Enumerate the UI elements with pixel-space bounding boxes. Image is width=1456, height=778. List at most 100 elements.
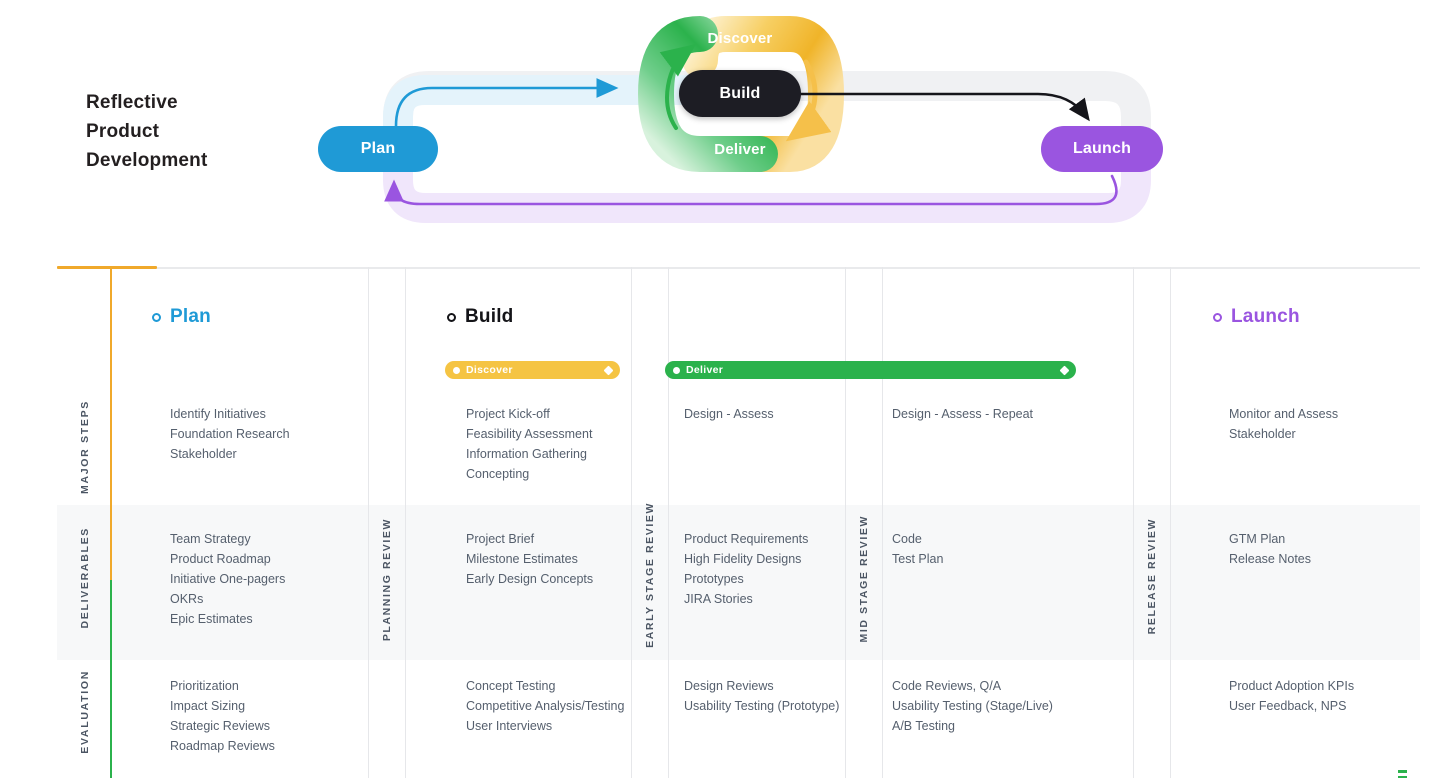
page-title: Reflective Product Development xyxy=(86,88,208,175)
title-line-1: Reflective xyxy=(86,92,178,113)
list-item: Impact Sizing xyxy=(170,699,246,713)
list-item: Stakeholder xyxy=(1229,427,1296,441)
list-item: Project Brief xyxy=(466,532,535,546)
list-item: Strategic Reviews xyxy=(170,719,271,733)
ring-icon xyxy=(447,312,456,322)
list-item: Product Roadmap xyxy=(170,552,271,566)
list-item: User Feedback, NPS xyxy=(1229,699,1347,713)
column-divider-3 xyxy=(631,267,632,778)
list-item: Usability Testing (Stage/Live) xyxy=(892,699,1053,713)
node-plan-label: Plan xyxy=(360,140,396,157)
list-item: Prototypes xyxy=(684,572,744,586)
list-item: OKRs xyxy=(170,592,204,606)
list-item: Design Reviews xyxy=(684,679,774,693)
cell-evaluation-build-3: Code Reviews, Q/A Usability Testing (Stag… xyxy=(892,676,1053,736)
dot-icon xyxy=(673,366,680,374)
stage-bar-discover[interactable]: Discover xyxy=(445,361,620,379)
list-item: Code xyxy=(892,532,922,546)
list-item: Team Strategy xyxy=(170,532,251,546)
row-band-deliverables xyxy=(57,505,1420,660)
list-item: Monitor and Assess xyxy=(1229,407,1339,421)
list-item: Concept Testing xyxy=(466,679,556,693)
list-item: Product Requirements xyxy=(684,532,809,546)
list-item: Design - Assess - Repeat xyxy=(892,407,1034,421)
hero-flow-diagram: Reflective Product Development xyxy=(0,0,1456,250)
node-launch[interactable]: Launch xyxy=(1041,126,1163,172)
list-item: Product Adoption KPIs xyxy=(1229,679,1355,693)
section-heading-launch[interactable]: Launch xyxy=(1213,306,1300,328)
stage-bar-deliver-label: Deliver xyxy=(686,364,724,376)
review-gate-early-stage: EARLY STAGE REVIEW xyxy=(644,502,656,648)
list-item: Feasibility Assessment xyxy=(466,427,593,441)
list-item: GTM Plan xyxy=(1229,532,1286,546)
column-divider-4 xyxy=(668,267,669,778)
section-heading-launch-label: Launch xyxy=(1231,306,1300,327)
node-plan[interactable]: Plan xyxy=(318,126,438,172)
stage-bar-deliver[interactable]: Deliver xyxy=(665,361,1076,379)
list-item: Code Reviews, Q/A xyxy=(892,679,1002,693)
review-gate-planning: PLANNING REVIEW xyxy=(381,518,393,642)
list-item: High Fidelity Designs xyxy=(684,552,802,566)
title-line-2: Product xyxy=(86,121,160,142)
cell-major-steps-build-2: Design - Assess xyxy=(684,404,774,424)
list-item: Usability Testing (Prototype) xyxy=(684,699,840,713)
list-item: Prioritization xyxy=(170,679,239,693)
list-item: Release Notes xyxy=(1229,552,1311,566)
column-divider-1 xyxy=(368,267,369,778)
node-build[interactable]: Build xyxy=(679,70,801,117)
section-heading-plan[interactable]: Plan xyxy=(152,306,211,328)
timeline-spine-lower xyxy=(110,580,112,778)
diamond-icon xyxy=(1059,365,1070,375)
list-item: Design - Assess xyxy=(684,407,774,421)
ring-icon xyxy=(152,312,161,322)
list-item: Information Gathering xyxy=(466,447,587,461)
matrix-top-rule-accent xyxy=(57,266,157,269)
column-divider-8 xyxy=(1170,267,1171,778)
diamond-icon xyxy=(603,365,614,375)
list-item: Concepting xyxy=(466,467,530,481)
section-heading-build-label: Build xyxy=(465,306,514,327)
list-item: Stakeholder xyxy=(170,447,237,461)
review-gate-mid-stage: MID STAGE REVIEW xyxy=(858,515,870,643)
list-item: Roadmap Reviews xyxy=(170,739,275,753)
section-heading-build[interactable]: Build xyxy=(447,306,514,328)
node-deliver[interactable]: Deliver xyxy=(672,133,808,166)
list-item: Epic Estimates xyxy=(170,612,253,626)
list-item: Milestone Estimates xyxy=(466,552,578,566)
column-divider-2 xyxy=(405,267,406,778)
node-discover[interactable]: Discover xyxy=(672,22,808,55)
list-item: A/B Testing xyxy=(892,719,956,733)
title-line-3: Development xyxy=(86,150,208,171)
stage-bar-discover-label: Discover xyxy=(466,364,513,376)
list-item: Competitive Analysis/Testing xyxy=(466,699,625,713)
list-item: JIRA Stories xyxy=(684,592,753,606)
dot-icon xyxy=(453,366,460,374)
ring-icon xyxy=(1213,312,1222,322)
list-item: Initiative One-pagers xyxy=(170,572,286,586)
list-item: User Interviews xyxy=(466,719,553,733)
cell-major-steps-build-3: Design - Assess - Repeat xyxy=(892,404,1033,424)
list-item: Project Kick-off xyxy=(466,407,550,421)
review-gate-release: RELEASE REVIEW xyxy=(1146,518,1158,635)
node-build-label: Build xyxy=(719,84,761,102)
node-launch-label: Launch xyxy=(1072,140,1132,157)
phases-matrix: MAJOR STEPS DELIVERABLES EVALUATION PLAN… xyxy=(0,250,1456,778)
matrix-top-rule xyxy=(157,267,1420,269)
column-divider-7 xyxy=(1133,267,1134,778)
section-heading-plan-label: Plan xyxy=(170,306,211,327)
row-label-evaluation: EVALUATION xyxy=(79,670,91,754)
row-label-major-steps: MAJOR STEPS xyxy=(79,400,91,494)
timeline-spine-upper xyxy=(110,267,112,580)
